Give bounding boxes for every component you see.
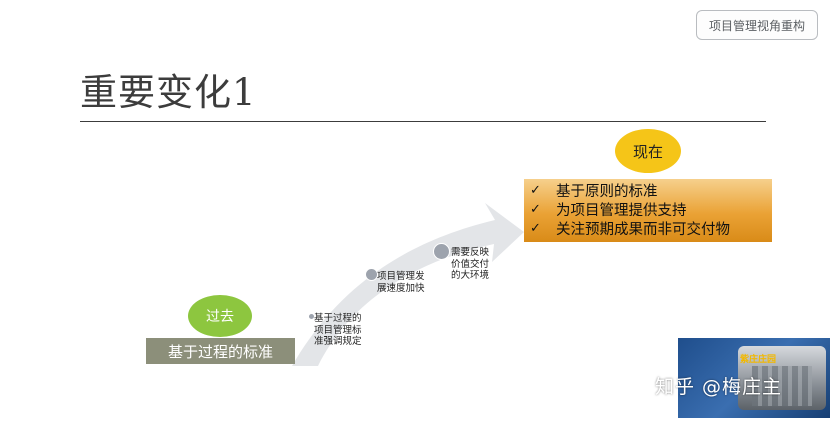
now-badge: 现在 [615, 129, 681, 173]
title-divider [80, 121, 766, 122]
now-list-item: ✓ 关注预期成果而非可交付物 [530, 219, 772, 238]
milestone-label: 基于过程的 项目管理标 准强调规定 [314, 313, 362, 347]
milestone-label: 需要反映 价值交付 的大环境 [451, 247, 490, 281]
now-item-label: 关注预期成果而非可交付物 [556, 222, 730, 238]
past-label: 基于过程的标准 [146, 338, 295, 364]
building-photo [738, 346, 826, 410]
watermark-image: 紫庄庄园 [678, 338, 830, 418]
arrow-body [292, 203, 524, 366]
now-item-label: 基于原则的标准 [556, 184, 658, 200]
checkmark-icon: ✓ [530, 221, 541, 236]
milestone-dot [433, 243, 450, 260]
tag-button[interactable]: 项目管理视角重构 [696, 10, 818, 40]
slide-title: 重要变化1 [80, 71, 257, 114]
watermark-logo: 紫庄庄园 [740, 355, 777, 365]
now-list: ✓ 基于原则的标准 ✓ 为项目管理提供支持 ✓ 关注预期成果而非可交付物 [524, 179, 772, 242]
now-item-label: 为项目管理提供支持 [556, 203, 687, 219]
milestone-dot [365, 268, 378, 281]
watermark-text: 知乎 @梅庄主 [655, 376, 783, 398]
checkmark-icon: ✓ [530, 183, 541, 198]
checkmark-icon: ✓ [530, 202, 541, 217]
now-list-item: ✓ 基于原则的标准 [530, 181, 772, 200]
now-list-item: ✓ 为项目管理提供支持 [530, 200, 772, 219]
past-badge: 过去 [188, 295, 252, 337]
milestone-label: 项目管理发 展速度加快 [377, 271, 425, 294]
milestone-dot [308, 313, 315, 320]
